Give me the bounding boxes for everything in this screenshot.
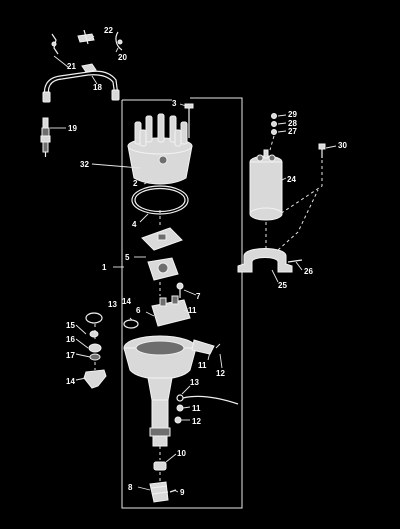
callout-16: 16 (66, 335, 75, 344)
callout-10: 10 (177, 449, 186, 458)
callout-18: 18 (93, 83, 102, 92)
cap-gasket (131, 185, 189, 215)
callout-8: 8 (128, 483, 133, 492)
callout-19: 19 (68, 124, 77, 133)
callout-3: 3 (172, 99, 177, 108)
callout-1: 1 (102, 263, 107, 272)
callout-25: 25 (278, 281, 287, 290)
spark-plug-wire-set (42, 63, 120, 103)
coil-hardware (271, 113, 326, 158)
assembly-lines (94, 135, 323, 482)
callout-20: 20 (118, 53, 127, 62)
callout-21: 21 (67, 62, 76, 71)
callout-5: 5 (125, 253, 130, 262)
ignition-coil (249, 149, 283, 221)
callout-2: 2 (133, 179, 138, 188)
callout-24: 24 (287, 175, 296, 184)
callout-13-left: 13 (108, 300, 117, 309)
distributor-cap (127, 113, 193, 185)
callout-17: 17 (66, 351, 75, 360)
callout-26: 26 (304, 267, 313, 276)
spark-plug (40, 117, 51, 157)
callout-22: 22 (104, 26, 113, 35)
callout-15: 15 (66, 321, 75, 330)
leader-lines (50, 35, 337, 493)
callout-30: 30 (338, 141, 347, 150)
callout-29: 29 (288, 110, 297, 119)
callout-9: 9 (180, 488, 185, 497)
callout-11-housing: 11 (198, 361, 207, 370)
callout-32: 32 (80, 160, 89, 169)
drive-gear (149, 481, 177, 503)
callout-14-gasket: 14 (122, 297, 131, 306)
callout-6: 6 (136, 306, 141, 315)
callout-labels: 1 2 3 4 5 6 7 8 9 10 11 11 11 12 12 13 1… (66, 26, 347, 497)
callout-13-strap: 13 (190, 378, 199, 387)
wire-separator-clips (51, 29, 123, 55)
ground-strap (174, 394, 239, 424)
coil-bracket (237, 248, 303, 273)
shaft-washer (153, 461, 167, 471)
callout-12-strap: 12 (192, 417, 201, 426)
callout-12-housing: 12 (216, 369, 225, 378)
callout-27: 27 (288, 127, 297, 136)
assembly-frame (121, 97, 243, 509)
callout-28: 28 (288, 119, 297, 128)
callout-14-clamp: 14 (66, 377, 75, 386)
rotor-and-pickup (141, 227, 183, 281)
ignition-module (151, 282, 191, 327)
callout-11-strap: 11 (192, 404, 201, 413)
module-gasket (123, 319, 139, 329)
distributor-housing (123, 335, 215, 447)
callout-4: 4 (132, 220, 137, 229)
callout-7: 7 (196, 292, 201, 301)
callout-11-module: 11 (188, 306, 197, 315)
